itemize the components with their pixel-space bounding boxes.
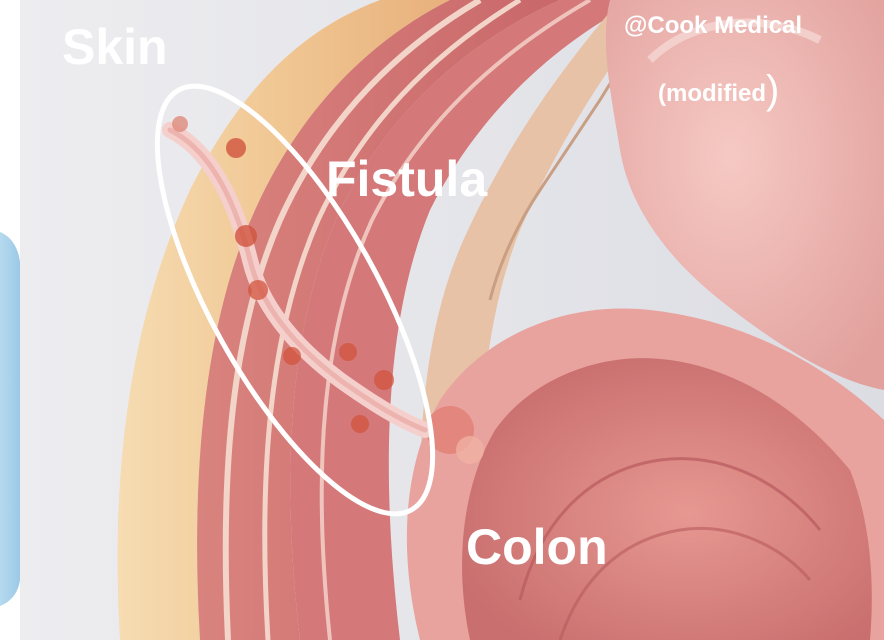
inflamed-spot: [339, 343, 357, 361]
label-colon: Colon: [466, 518, 608, 576]
inflamed-spot: [235, 225, 257, 247]
label-skin: Skin: [62, 18, 168, 76]
label-fistula: Fistula: [326, 150, 487, 208]
inflamed-spot: [226, 138, 246, 158]
credit-line-2: (modified): [658, 66, 779, 111]
inflamed-patch-colon-2: [456, 436, 484, 464]
inflamed-spot: [374, 370, 394, 390]
inflamed-spot: [351, 415, 369, 433]
inflamed-spot: [248, 280, 268, 300]
credit-line-1: @Cook Medical: [624, 12, 802, 40]
credit-paren: ): [766, 68, 779, 112]
side-panel-shape: [0, 232, 20, 606]
credit-line-2-text: (modified: [658, 80, 766, 107]
inflamed-spot: [172, 116, 188, 132]
inflamed-spot: [283, 347, 301, 365]
